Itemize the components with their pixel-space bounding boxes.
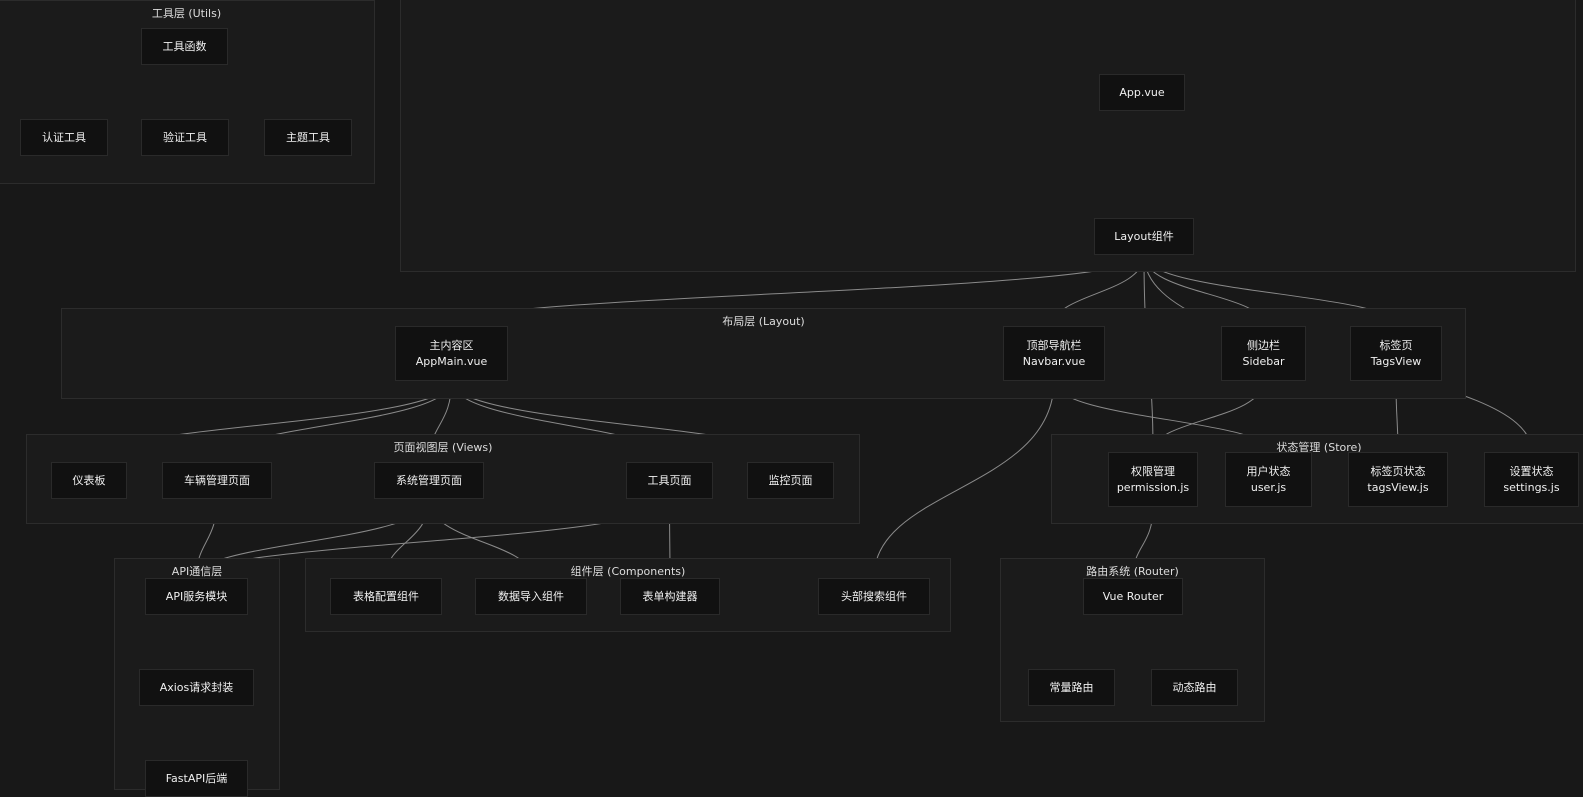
node-theme-util[interactable]: 主题工具 (264, 119, 352, 156)
node-tools[interactable]: 工具页面 (626, 462, 713, 499)
node-constant-routes[interactable]: 常量路由 (1028, 669, 1115, 706)
node-user-store[interactable]: 用户状态 user.js (1225, 452, 1312, 507)
cluster-router-title: 路由系统 (Router) (1086, 565, 1179, 578)
cluster-store-title: 状态管理 (Store) (1276, 441, 1362, 454)
cluster-api-title: API通信层 (171, 565, 223, 578)
node-vue-router-label: Vue Router (1102, 589, 1164, 603)
node-navbar-line1: 顶部导航栏 (1026, 338, 1082, 352)
node-monitor-label: 监控页面 (768, 473, 813, 487)
node-tags-store-line2: tagsView.js (1367, 480, 1429, 494)
node-tools-label: 工具页面 (647, 473, 692, 487)
cluster-views-title: 页面视图层 (Views) (393, 441, 493, 454)
node-settings-store-line1: 设置状态 (1509, 464, 1554, 478)
node-app[interactable]: App.vue (1099, 74, 1185, 111)
node-navbar-line2: Navbar.vue (1022, 354, 1086, 368)
edge-navbar-to-header-search (870, 380, 1055, 578)
node-tags-store[interactable]: 标签页状态 tagsView.js (1348, 452, 1448, 507)
node-layout[interactable]: Layout组件 (1094, 218, 1194, 255)
node-table-config[interactable]: 表格配置组件 (330, 578, 442, 615)
node-permission-line2: permission.js (1116, 480, 1190, 494)
cluster-utils-title: 工具层 (Utils) (151, 7, 222, 20)
node-validate-util[interactable]: 验证工具 (141, 119, 229, 156)
node-vue-router[interactable]: Vue Router (1083, 578, 1183, 615)
node-settings-store[interactable]: 设置状态 settings.js (1484, 452, 1579, 507)
node-app-main[interactable]: 主内容区 AppMain.vue (395, 326, 508, 381)
node-auth-util-label: 认证工具 (42, 130, 86, 144)
node-app-main-line1: 主内容区 (429, 338, 474, 352)
node-user-store-line1: 用户状态 (1246, 464, 1291, 478)
node-dashboard[interactable]: 仪表板 (51, 462, 127, 499)
node-auth-util[interactable]: 认证工具 (20, 119, 108, 156)
node-navbar[interactable]: 顶部导航栏 Navbar.vue (1003, 326, 1105, 381)
node-tagsview[interactable]: 标签页 TagsView (1350, 326, 1442, 381)
node-header-search[interactable]: 头部搜索组件 (818, 578, 930, 615)
node-api-module-label: API服务模块 (165, 589, 228, 603)
node-permission[interactable]: 权限管理 permission.js (1108, 452, 1198, 507)
node-vehicle-label: 车辆管理页面 (184, 473, 250, 487)
node-header-search-label: 头部搜索组件 (841, 589, 907, 603)
node-permission-line1: 权限管理 (1131, 464, 1175, 478)
node-theme-util-label: 主题工具 (286, 130, 330, 144)
node-sidebar-line2: Sidebar (1242, 354, 1285, 368)
node-axios[interactable]: Axios请求封装 (139, 669, 254, 706)
node-layout-label: Layout组件 (1114, 229, 1174, 243)
node-utils-main-label: 工具函数 (162, 39, 207, 53)
node-data-import[interactable]: 数据导入组件 (475, 578, 587, 615)
node-user-store-line2: user.js (1250, 480, 1287, 494)
node-form-builder[interactable]: 表单构建器 (620, 578, 720, 615)
node-tags-store-line1: 标签页状态 (1370, 464, 1426, 478)
node-app-label: App.vue (1119, 85, 1165, 99)
node-validate-util-label: 验证工具 (163, 130, 207, 144)
node-form-builder-label: 表单构建器 (642, 589, 698, 603)
node-sidebar-line1: 侧边栏 (1247, 338, 1280, 352)
node-system-label: 系统管理页面 (396, 473, 462, 487)
node-vehicle[interactable]: 车辆管理页面 (162, 462, 272, 499)
node-tagsview-line2: TagsView (1370, 354, 1422, 368)
node-tagsview-line1: 标签页 (1379, 338, 1413, 352)
cluster-components-title: 组件层 (Components) (570, 565, 686, 578)
node-axios-label: Axios请求封装 (159, 680, 234, 694)
node-app-main-line2: AppMain.vue (415, 354, 488, 368)
node-fastapi-label: FastAPI后端 (165, 771, 228, 785)
node-dashboard-label: 仪表板 (72, 473, 106, 487)
node-monitor[interactable]: 监控页面 (747, 462, 834, 499)
node-data-import-label: 数据导入组件 (498, 589, 564, 603)
node-constant-routes-label: 常量路由 (1049, 680, 1094, 694)
node-table-config-label: 表格配置组件 (353, 589, 419, 603)
node-dynamic-routes-label: 动态路由 (1172, 680, 1217, 694)
cluster-top-root (400, 0, 1576, 272)
node-api-module[interactable]: API服务模块 (145, 578, 248, 615)
node-settings-store-line2: settings.js (1503, 480, 1560, 494)
cluster-layout-title: 布局层 (Layout) (722, 315, 805, 328)
node-sidebar[interactable]: 侧边栏 Sidebar (1221, 326, 1306, 381)
node-system[interactable]: 系统管理页面 (374, 462, 484, 499)
node-dynamic-routes[interactable]: 动态路由 (1151, 669, 1238, 706)
node-fastapi[interactable]: FastAPI后端 (145, 760, 248, 797)
node-utils-main[interactable]: 工具函数 (141, 28, 228, 65)
